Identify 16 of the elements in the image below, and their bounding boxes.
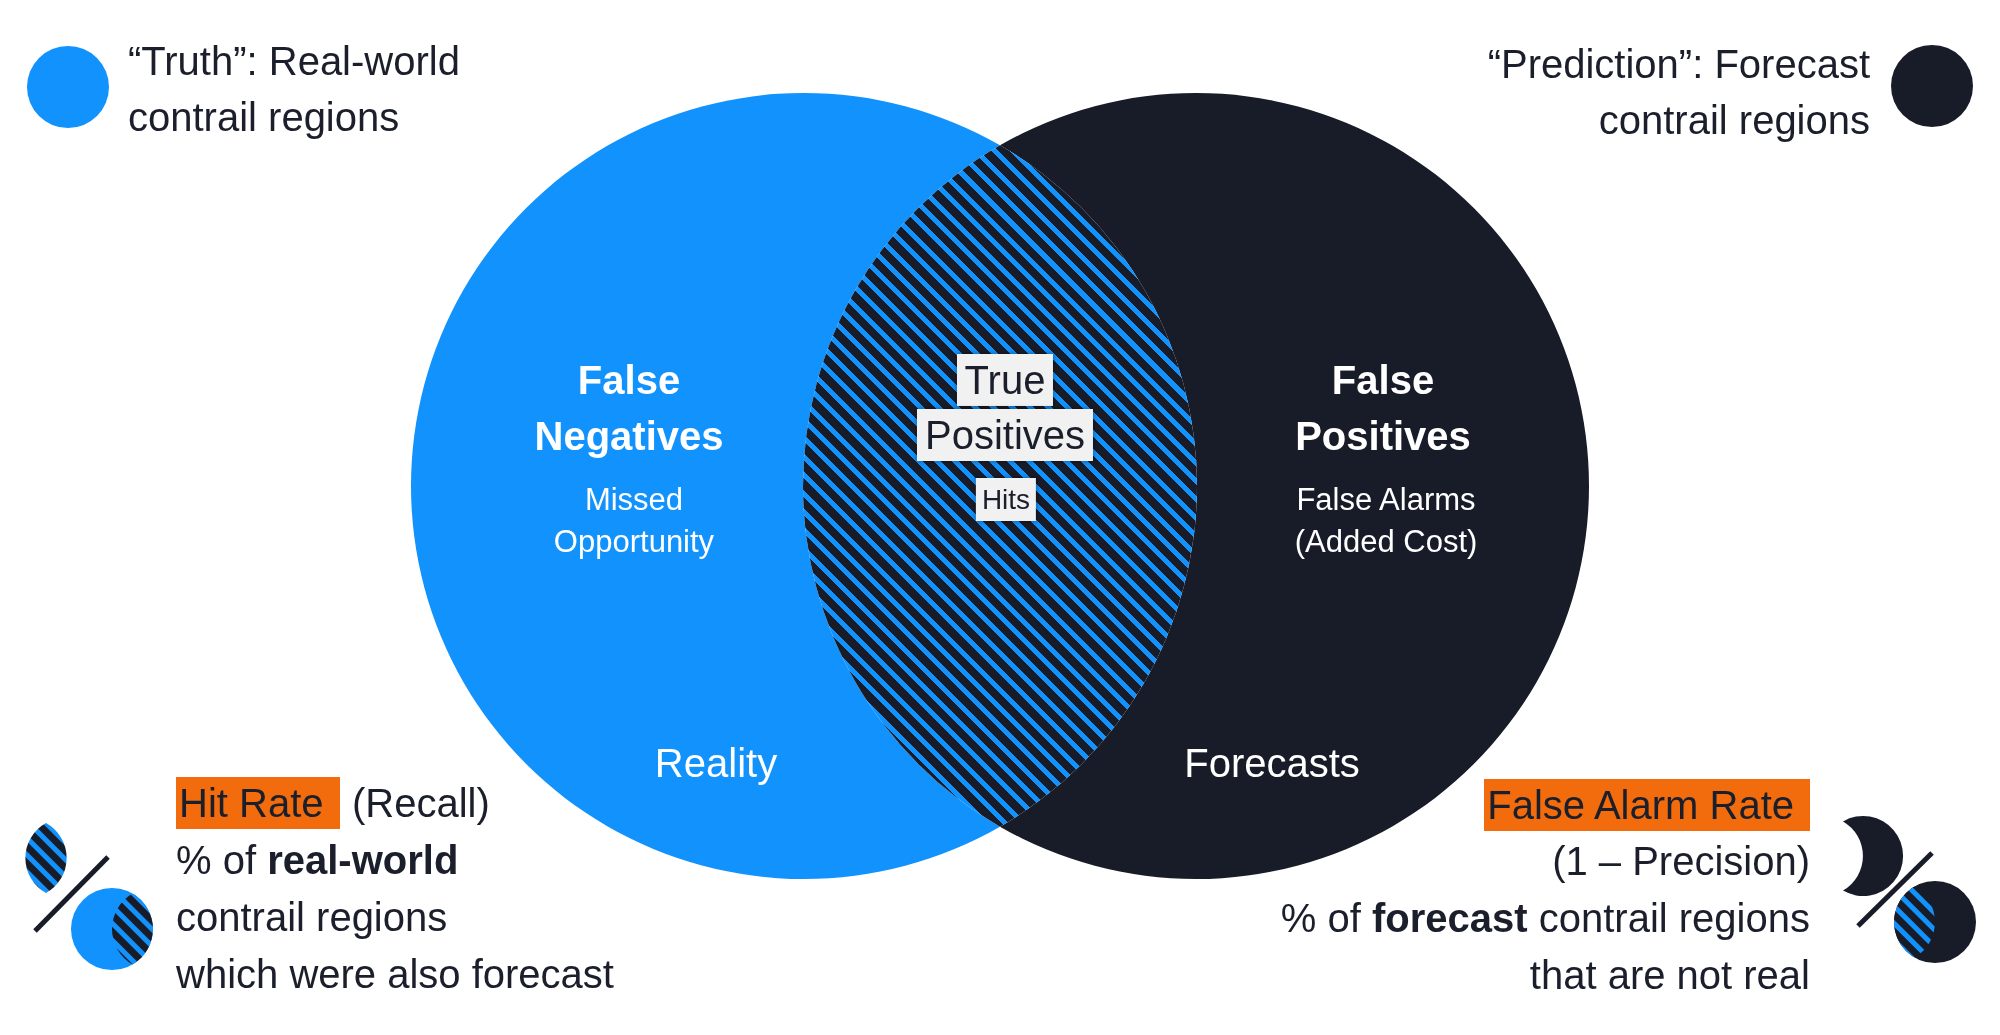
formula-text: (1 – Precision)	[1552, 838, 1810, 885]
legend-text: “Prediction”: Forecast contrail regions	[1487, 41, 1870, 144]
region-title: False Positives	[1295, 357, 1471, 460]
region-description: Missed Opportunity	[553, 481, 715, 561]
highlighted-heading: Hit Rate	[176, 777, 340, 829]
description-text: % of forecast contrail regions that are not real	[1280, 895, 1810, 999]
heading-note: (Recall)	[352, 780, 490, 827]
legend-text: “Truth”: Real-world contrail regions	[128, 38, 460, 141]
set-label: Forecasts	[1184, 740, 1360, 787]
region-title: True Positives	[916, 353, 1094, 463]
region-description: False Alarms (Added Cost)	[1294, 481, 1478, 561]
region-description: Hits	[975, 478, 1037, 522]
highlighted-heading: False Alarm Rate	[1484, 779, 1810, 831]
description-text: % of real-world contrail regions which were also forecast	[176, 837, 614, 998]
region-title: False Negatives	[534, 357, 724, 460]
set-label: Reality	[654, 740, 778, 787]
